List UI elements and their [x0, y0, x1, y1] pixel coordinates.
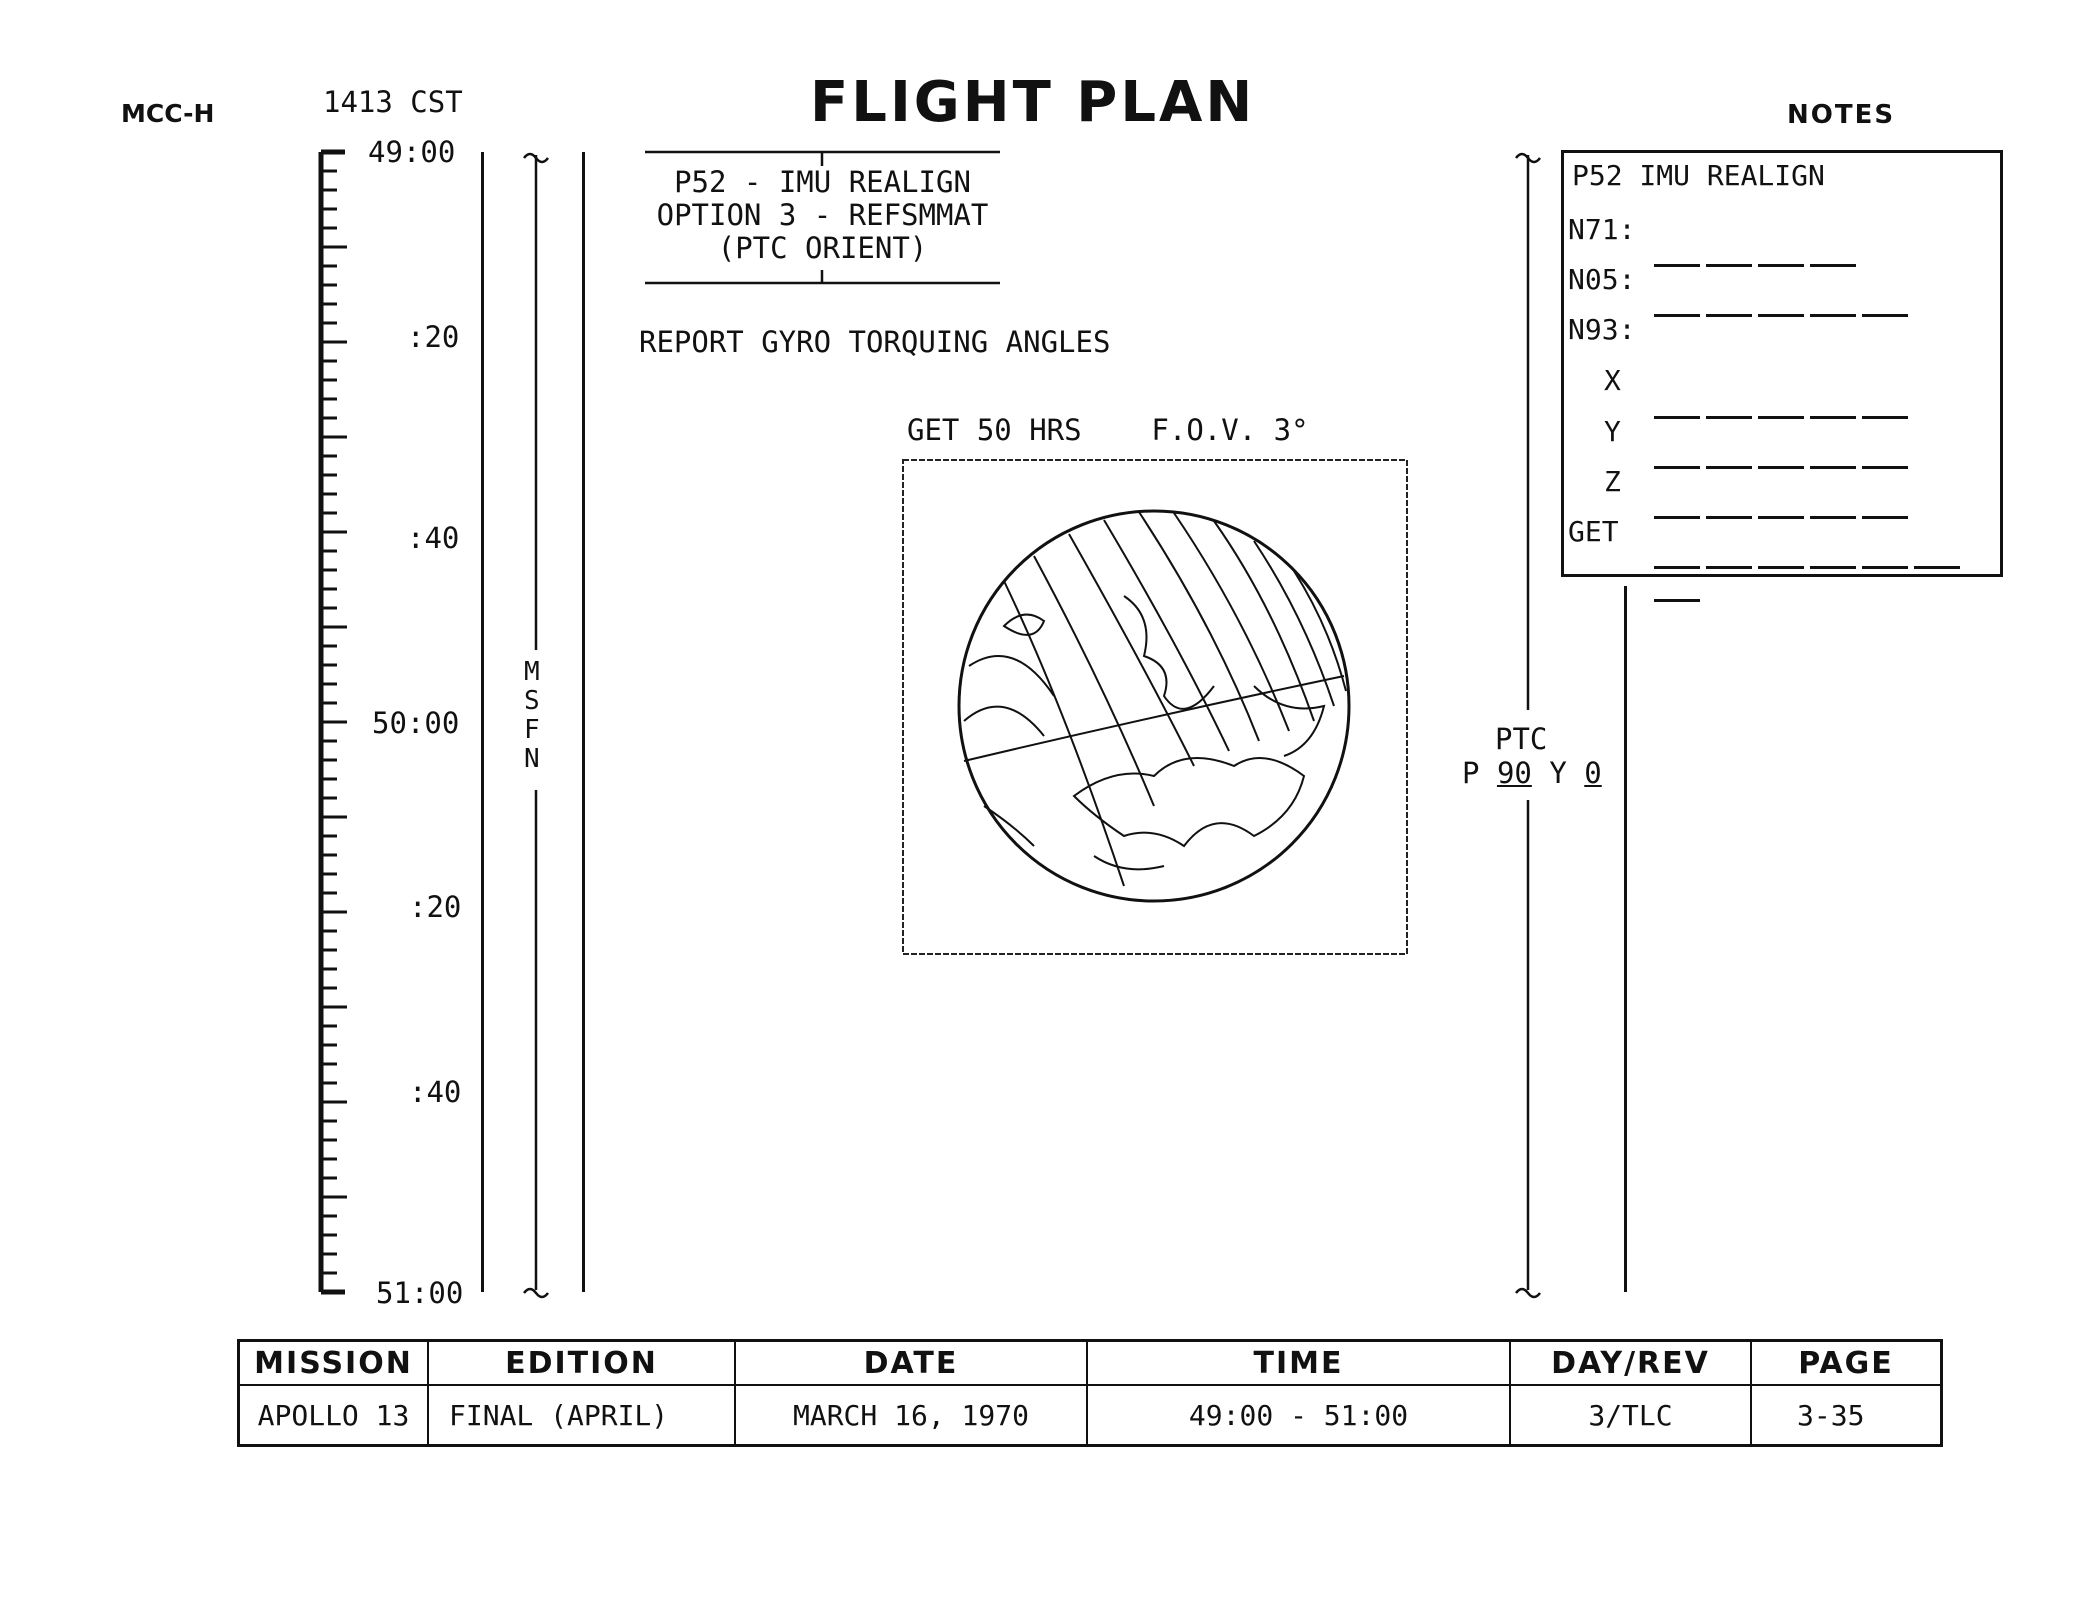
pitch-value: 90: [1496, 756, 1532, 790]
z-entry-field[interactable]: [1654, 493, 1914, 526]
page-title: FLIGHT PLAN: [810, 70, 1256, 135]
notes-box: P52 IMU REALIGN N71: N05: N93: X Y Z GET: [1561, 150, 2003, 602]
header-mission: MISSION: [237, 1339, 429, 1386]
earth-globe-icon: [957, 509, 1351, 903]
earth-caption: GET 50 HRS F.O.V. 3°: [907, 413, 1309, 447]
header-edition: EDITION: [427, 1339, 736, 1386]
mission-value: APOLLO 13: [237, 1384, 429, 1447]
notes-label-z: Z: [1604, 465, 1621, 498]
activity-line: OPTION 3 - REFSMMAT: [656, 198, 989, 232]
y-entry-field[interactable]: [1654, 443, 1914, 476]
range-start-tilde-icon: [1515, 152, 1541, 164]
station-letter: M: [524, 657, 540, 687]
time-label: :40: [407, 521, 460, 555]
x-entry-field[interactable]: [1654, 393, 1914, 426]
date-value: MARCH 16, 1970: [734, 1384, 1088, 1447]
header-dayrev: DAY/REV: [1509, 1339, 1752, 1386]
earth-view-image: [902, 459, 1408, 955]
range-start-tilde-icon: [523, 152, 549, 164]
time-label: 50:00: [372, 706, 460, 740]
time-label: 51:00: [376, 1276, 464, 1310]
document-info-table: MISSION EDITION DATE TIME DAY/REV PAGE A…: [237, 1339, 1943, 1447]
station-letter: F: [524, 715, 540, 745]
dayrev-value: 3/TLC: [1509, 1384, 1752, 1447]
n05-entry-field[interactable]: [1654, 291, 1914, 324]
yaw-label: Y: [1549, 756, 1567, 790]
notes-label-y: Y: [1604, 415, 1621, 448]
notes-title: P52 IMU REALIGN: [1572, 159, 1825, 192]
notes-label-x: X: [1604, 364, 1621, 397]
activity-line: (PTC ORIENT): [717, 231, 928, 265]
range-end-tilde-icon: [1515, 1287, 1541, 1299]
header-page: PAGE: [1750, 1339, 1943, 1386]
time-value: 49:00 - 51:00: [1086, 1384, 1511, 1447]
time-label: :20: [407, 320, 460, 354]
time-label: :40: [409, 1075, 462, 1109]
cst-time: 1413 CST: [323, 85, 463, 119]
time-label: 49:00: [368, 135, 456, 169]
report-instruction: REPORT GYRO TORQUING ANGLES: [639, 325, 1111, 359]
notes-label-n93: N93:: [1568, 313, 1636, 346]
divider-line: [481, 152, 484, 1292]
org-label: MCC-H: [121, 99, 215, 128]
ptc-attitude: P 90 Y 0: [1462, 756, 1602, 790]
notes-label-get: GET: [1568, 515, 1619, 548]
header-time: TIME: [1086, 1339, 1511, 1386]
notes-heading: NOTES: [1787, 100, 1896, 130]
get-entry-field[interactable]: [1654, 543, 2000, 609]
yaw-value: 0: [1584, 756, 1602, 790]
header-date: DATE: [734, 1339, 1088, 1386]
pitch-label: P: [1462, 756, 1480, 790]
range-end-tilde-icon: [523, 1287, 549, 1299]
station-letter: S: [524, 686, 540, 716]
page-value: 3-35: [1750, 1384, 1943, 1447]
n71-entry-field[interactable]: [1654, 241, 1862, 274]
activity-line: P52 - IMU REALIGN: [674, 165, 971, 199]
edition-value: FINAL (APRIL): [427, 1384, 736, 1447]
ptc-label: PTC: [1495, 722, 1548, 756]
divider-line: [582, 152, 585, 1292]
activity-block: P52 - IMU REALIGN OPTION 3 - REFSMMAT (P…: [645, 166, 1000, 265]
notes-label-n71: N71:: [1568, 213, 1636, 246]
notes-divider-line: [1624, 586, 1627, 1292]
station-letter: N: [524, 744, 540, 774]
notes-label-n05: N05:: [1568, 263, 1636, 296]
time-label: :20: [409, 890, 462, 924]
